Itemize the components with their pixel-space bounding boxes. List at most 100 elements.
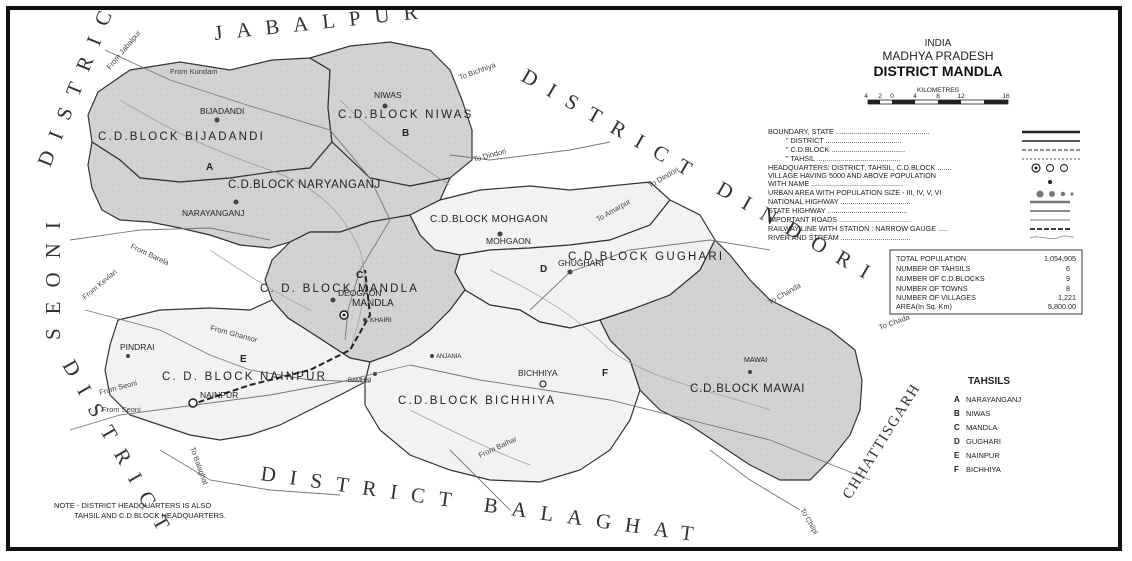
letter-e: E xyxy=(240,354,247,365)
tahsils-list: TAHSILS A NARAYANGANJ B NIWAS C MANDLA D… xyxy=(954,376,1021,474)
letter-d: D xyxy=(540,264,547,275)
tahsil-letter-a: A xyxy=(954,395,960,404)
block-mawai: C.D.BLOCK MAWAI xyxy=(690,383,805,395)
legend-boundary-state: BOUNDARY, STATE ........................… xyxy=(768,127,930,136)
stat-label-3: NUMBER OF TOWNS xyxy=(896,284,968,293)
road-network xyxy=(69,49,871,511)
town-mawai: MAWAI xyxy=(744,357,767,364)
map-frame: JABALPUR DISTRICT DINDORI DISTRICT BALAG… xyxy=(6,6,1122,551)
block-ghughari: C.D.BLOCK GUGHARI xyxy=(568,251,724,263)
legend-railway: RAILWAY LINE WITH STATION : NARROW GAUGE… xyxy=(768,224,948,233)
block-regions xyxy=(87,41,863,483)
stat-value-3: 8 xyxy=(1066,284,1070,293)
legend-with-name: WITH NAME ..............................… xyxy=(768,179,903,188)
legend-river: RIVER AND STREAM .......................… xyxy=(768,233,911,242)
railway-line xyxy=(189,269,372,406)
scale-tick-6: 16 xyxy=(1002,93,1010,100)
town-anjania: ANJANIA xyxy=(436,354,461,360)
town-dot-mawai[interactable] xyxy=(748,370,752,374)
legend-important-roads: IMPORTANT ROADS ........................… xyxy=(768,215,911,224)
block-mandla: C. D. BLOCK MANDLA xyxy=(260,283,419,295)
stat-label-1: NUMBER OF TAHSILS xyxy=(896,264,971,273)
road-label-barela: From Barela xyxy=(129,242,171,268)
town-khairi: KHAIRI xyxy=(370,317,392,324)
stat-value-4: 1,221 xyxy=(1058,293,1076,302)
town-dot-bichhiya[interactable] xyxy=(539,380,547,388)
title-state: MADHYA PRADESH xyxy=(882,49,993,63)
town-nainpur: NAINPUR xyxy=(200,390,238,400)
town-bichhiya: BICHHIYA xyxy=(518,368,558,378)
legend-boundary-tahsil: " TAHSIL ...............................… xyxy=(786,154,901,163)
label-seoni: SEONI xyxy=(41,208,65,340)
tahsil-letter-b: B xyxy=(954,409,960,418)
legend-headquarters: HEADQUARTERS: DISTRICT, TAHSIL, C.D.BLOC… xyxy=(768,163,951,172)
road-label-chilpi: To Chilpi xyxy=(798,507,820,537)
tahsil-letter-e: E xyxy=(954,451,960,460)
scale-tick-0: 4 xyxy=(864,93,868,100)
region-nainpur[interactable] xyxy=(104,299,371,441)
road-label-kevlari: From Kevlari xyxy=(81,267,120,301)
letter-c: C xyxy=(356,270,363,281)
label-jabalpur: JABALPUR xyxy=(213,10,433,45)
stat-label-5: AREA(In Sq. Km) xyxy=(896,302,952,311)
district-map: JABALPUR DISTRICT DINDORI DISTRICT BALAG… xyxy=(32,10,1083,547)
tahsil-letter-f: F xyxy=(954,465,959,474)
town-dot-pindrai[interactable] xyxy=(126,354,130,358)
title-country: INDIA xyxy=(925,38,952,49)
town-dot-mohgaon[interactable] xyxy=(497,231,503,237)
scale-label: KILOMETRES xyxy=(917,87,960,94)
block-nainpur: C. D. BLOCK NAINPUR xyxy=(162,371,327,383)
road-label-chada: To Chada xyxy=(878,312,912,332)
town-dot-ghughari[interactable] xyxy=(567,269,573,275)
rivers xyxy=(119,99,771,466)
block-mohgaon: C.D.BLOCK MOHGAON xyxy=(430,214,548,225)
statistics-box: TOTAL POPULATION 1,054,905 NUMBER OF TAH… xyxy=(889,249,1083,315)
town-dot-nainpur[interactable] xyxy=(188,398,198,408)
scale-ticks: 4 2 0 4 8 12 16 xyxy=(864,93,1010,100)
tahsil-letter-d: D xyxy=(954,437,960,446)
tahsil-letter-c: C xyxy=(954,423,960,432)
town-dot-bijadandi[interactable] xyxy=(214,117,220,123)
tahsils-title: TAHSILS xyxy=(968,376,1010,387)
town-dot-narayanganj[interactable] xyxy=(233,199,239,205)
scale-tick-1: 2 xyxy=(878,93,882,100)
block-niwas: C.D.BLOCK NIWAS xyxy=(338,109,473,121)
block-bichhiya: C.D.BLOCK BICHHIYA xyxy=(398,395,556,407)
stat-value-2: 9 xyxy=(1066,274,1070,283)
town-dot-anjania[interactable] xyxy=(430,354,434,358)
town-ghughari: GHUGHARI xyxy=(558,258,604,268)
stat-label-0: TOTAL POPULATION xyxy=(896,254,966,263)
road-label-to-bichhiya: To Bichhiya xyxy=(458,60,498,82)
legend: BOUNDARY, STATE ........................… xyxy=(768,127,1080,242)
scale-tick-4: 8 xyxy=(936,93,940,100)
tahsil-name-b: NIWAS xyxy=(966,409,990,418)
stat-label-4: NUMBER OF VILLAGES xyxy=(896,293,976,302)
scale-bar xyxy=(867,99,1009,105)
stat-value-0: 1,054,905 xyxy=(1044,254,1076,263)
town-deogaon: DEOGAON xyxy=(338,288,381,298)
legend-urban-area: URBAN AREA WITH POPULATION SIZE - III, I… xyxy=(768,188,941,197)
block-bijadandi: C.D.BLOCK BIJADANDI xyxy=(98,131,265,143)
stat-value-5: 5,800.00 xyxy=(1048,302,1076,311)
road-label-seoni-1: From Seoni xyxy=(102,405,141,414)
town-dot-khairi[interactable] xyxy=(363,318,367,322)
town-narayanganj: NARAYANGANJ xyxy=(182,208,245,218)
road-label-kundam: From Kundam xyxy=(170,67,218,76)
legend-boundary-block: " C.D.BLOCK ............................… xyxy=(786,145,905,154)
legend-village: VILLAGE HAVING 5000 AND ABOVE POPULATION xyxy=(768,171,936,180)
region-mawai[interactable] xyxy=(599,238,863,481)
scale-tick-3: 4 xyxy=(913,93,917,100)
note-line-1: NOTE - DISTRICT HEADQUARTERS IS ALSO xyxy=(54,501,211,510)
stat-label-2: NUMBER OF C.D.BLOCKS xyxy=(896,274,985,283)
note-line-2: TAHSIL AND C.D.BLOCK HEADQUARTERS. xyxy=(74,511,226,520)
letter-a: A xyxy=(206,162,213,173)
letter-b: B xyxy=(402,128,409,139)
town-bijadandi: BIJADANDI xyxy=(200,106,244,116)
town-dot-bamhni[interactable] xyxy=(373,372,377,376)
town-dot-deogaon[interactable] xyxy=(330,297,336,303)
town-dot-niwas[interactable] xyxy=(382,103,388,109)
tahsil-name-a: NARAYANGANJ xyxy=(966,395,1021,404)
region-niwas[interactable] xyxy=(308,41,473,187)
town-markers xyxy=(126,103,752,408)
town-pindrai: PINDRAI xyxy=(120,342,154,352)
